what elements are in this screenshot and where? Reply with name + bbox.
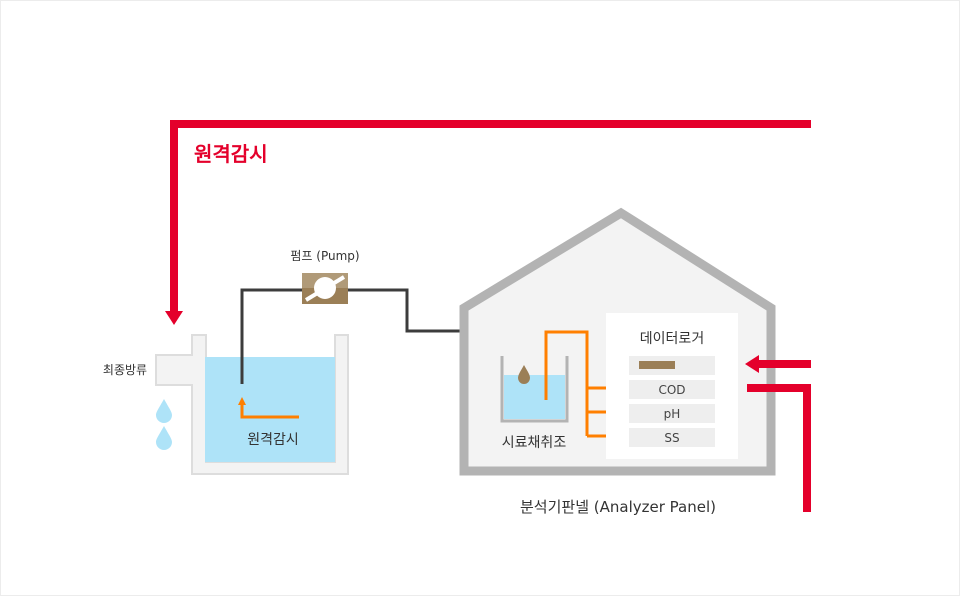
discharge-label: 최종방류 xyxy=(103,363,147,377)
datalogger-display xyxy=(639,361,675,369)
remote-link xyxy=(745,355,811,512)
arrow-left-icon xyxy=(745,355,759,373)
arrow-down-icon xyxy=(165,311,183,325)
tank-water xyxy=(205,357,335,462)
datalogger: 데이터로거 COD pH SS xyxy=(606,313,738,459)
final-tank xyxy=(155,334,349,475)
water-drop-icon xyxy=(156,426,172,450)
pump-label: 펌프 (Pump) xyxy=(290,249,359,263)
tank-label: 원격감시 xyxy=(247,432,299,448)
remote-monitoring-label: 원격감시 xyxy=(194,142,268,166)
sample-tank-label: 시료채취조 xyxy=(502,435,567,451)
sampling-flow-arrow xyxy=(238,397,299,419)
datalogger-title: 데이터로거 xyxy=(640,331,704,347)
datalogger-item-ss: SS xyxy=(664,431,679,445)
pump-icon xyxy=(302,273,348,304)
datalogger-item-cod: COD xyxy=(658,383,685,397)
datalogger-item-ph: pH xyxy=(664,407,681,421)
sample-tank xyxy=(500,356,569,423)
sample-drop-icon xyxy=(518,365,530,384)
remote-monitoring-line xyxy=(165,120,811,325)
analyzer-panel-label: 분석기판넬 (Analyzer Panel) xyxy=(520,498,716,516)
water-drop-icon xyxy=(156,399,172,423)
